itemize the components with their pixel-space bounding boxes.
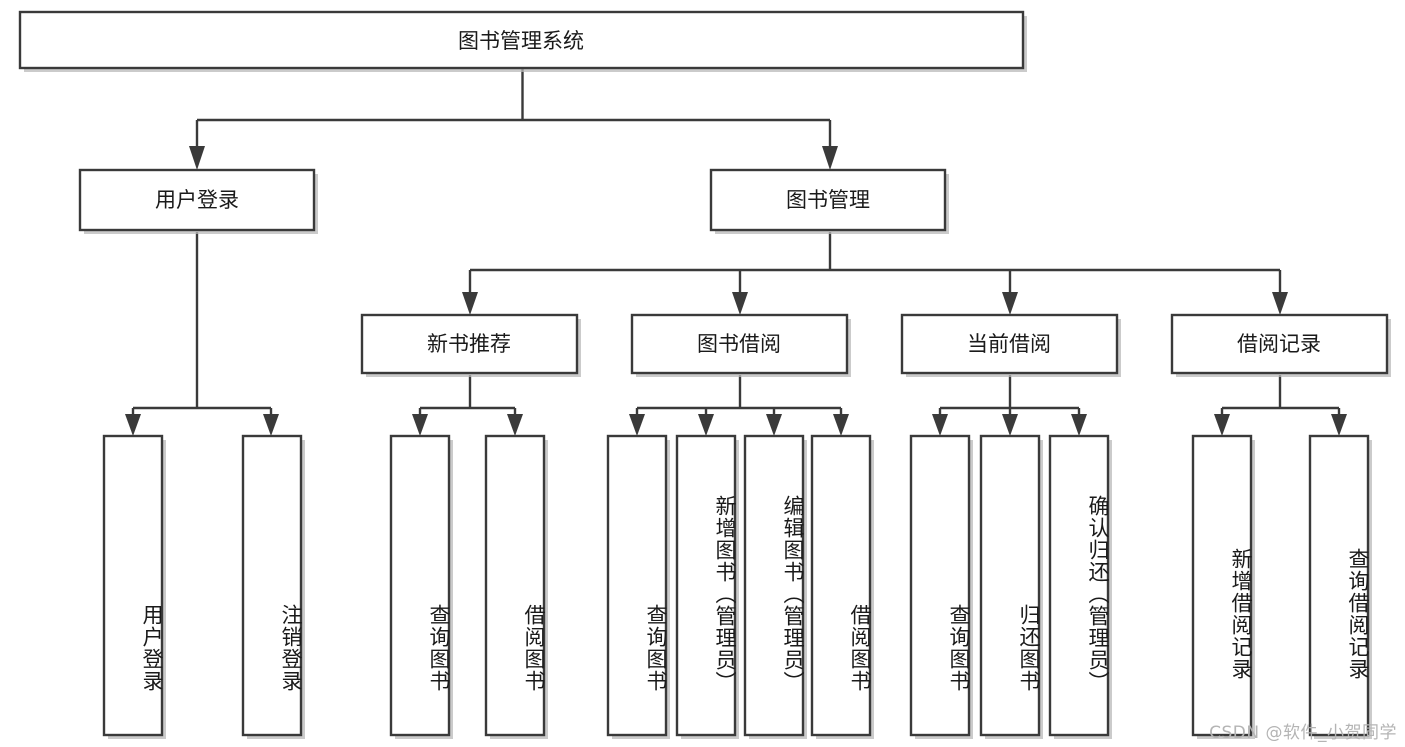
connector-group-book-borrow <box>629 375 849 436</box>
node-book-manage[interactable]: 图书管理 <box>709 168 949 234</box>
arrow-head-new-book-recommend <box>462 292 478 315</box>
arrow-head-current-borrow <box>1002 292 1018 315</box>
node-new-book-recommend[interactable]: 新书推荐 <box>360 313 581 377</box>
node-br-label: 借阅记录 <box>1237 332 1321 356</box>
arrow-head-leaf-nbr-2 <box>507 414 523 436</box>
arrow-head-leaf-nbr-1 <box>412 414 428 436</box>
arrow-head-leaf-br-1 <box>1214 414 1230 436</box>
arrow-head-borrow-record <box>1272 292 1288 315</box>
node-user-login-label: 用户登录 <box>155 188 239 212</box>
node-cb-rect[interactable] <box>900 313 1119 375</box>
node-borrow-record[interactable]: 借阅记录 <box>1170 313 1391 377</box>
node-current-borrow[interactable]: 当前借阅 <box>900 313 1121 377</box>
node-cb-label: 当前借阅 <box>967 332 1051 356</box>
leaf-bb-1-rect[interactable] <box>606 434 668 737</box>
arrow-head-leaf-bb-1 <box>629 414 645 436</box>
node-bb-label: 图书借阅 <box>697 332 781 356</box>
arrow-head-leaf-cb-2 <box>1002 414 1018 436</box>
arrow-head-leaf-bb-3 <box>766 414 782 436</box>
connector-group-root <box>189 68 838 170</box>
node-nbr-rect[interactable] <box>360 313 579 375</box>
leaf-br-2-rect[interactable] <box>1308 434 1370 737</box>
node-nbr-label: 新书推荐 <box>427 332 511 356</box>
connector-group-borrow-record <box>1214 375 1347 436</box>
node-book-borrow[interactable]: 图书借阅 <box>630 313 851 377</box>
arrow-head-leaf-cb-1 <box>932 414 948 436</box>
leaf-ul-1-rect[interactable] <box>102 434 164 737</box>
leaf-boxes <box>102 434 1372 739</box>
leaf-cb-1-rect[interactable] <box>909 434 971 737</box>
node-book-manage-rect[interactable] <box>709 168 947 232</box>
connector-group-current-borrow <box>932 375 1087 436</box>
node-bb-rect[interactable] <box>630 313 849 375</box>
node-user-login[interactable]: 用户登录 <box>78 168 318 234</box>
arrow-head-leaf-br-2 <box>1331 414 1347 436</box>
leaf-bb-2-rect[interactable] <box>675 434 737 737</box>
node-user-login-rect[interactable] <box>78 168 316 232</box>
connector-group-book-manage <box>462 232 1288 315</box>
arrow-head-leaf-user-login-1 <box>125 414 141 436</box>
arrow-head-leaf-bb-4 <box>833 414 849 436</box>
arrow-head-leaf-user-login-2 <box>263 414 279 436</box>
leaf-cb-3-rect[interactable] <box>1048 434 1110 737</box>
leaf-nbr-1-rect[interactable] <box>389 434 451 737</box>
connector-group-new-book-recommend <box>412 375 523 436</box>
arrow-head-leaf-cb-3 <box>1071 414 1087 436</box>
node-root-rect[interactable] <box>18 10 1025 70</box>
arrow-head-user-login <box>189 146 205 170</box>
leaf-ul-2-rect[interactable] <box>241 434 303 737</box>
arrow-head-leaf-bb-2 <box>698 414 714 436</box>
leaf-br-1-rect[interactable] <box>1191 434 1253 737</box>
arrow-head-book-manage <box>822 146 838 170</box>
leaf-cb-2-rect[interactable] <box>979 434 1041 737</box>
leaf-bb-3-rect[interactable] <box>743 434 805 737</box>
connector-group-user-login <box>125 232 279 436</box>
node-root-label: 图书管理系统 <box>458 29 584 53</box>
leaf-nbr-2-rect[interactable] <box>484 434 546 737</box>
csdn-watermark: CSDN @软件_小贺同学 <box>1209 723 1397 743</box>
leaf-bb-4-rect[interactable] <box>810 434 872 737</box>
node-br-rect[interactable] <box>1170 313 1389 375</box>
arrow-head-book-borrow <box>732 292 748 315</box>
node-book-manage-label: 图书管理 <box>786 188 870 212</box>
node-root[interactable]: 图书管理系统 <box>18 10 1027 72</box>
